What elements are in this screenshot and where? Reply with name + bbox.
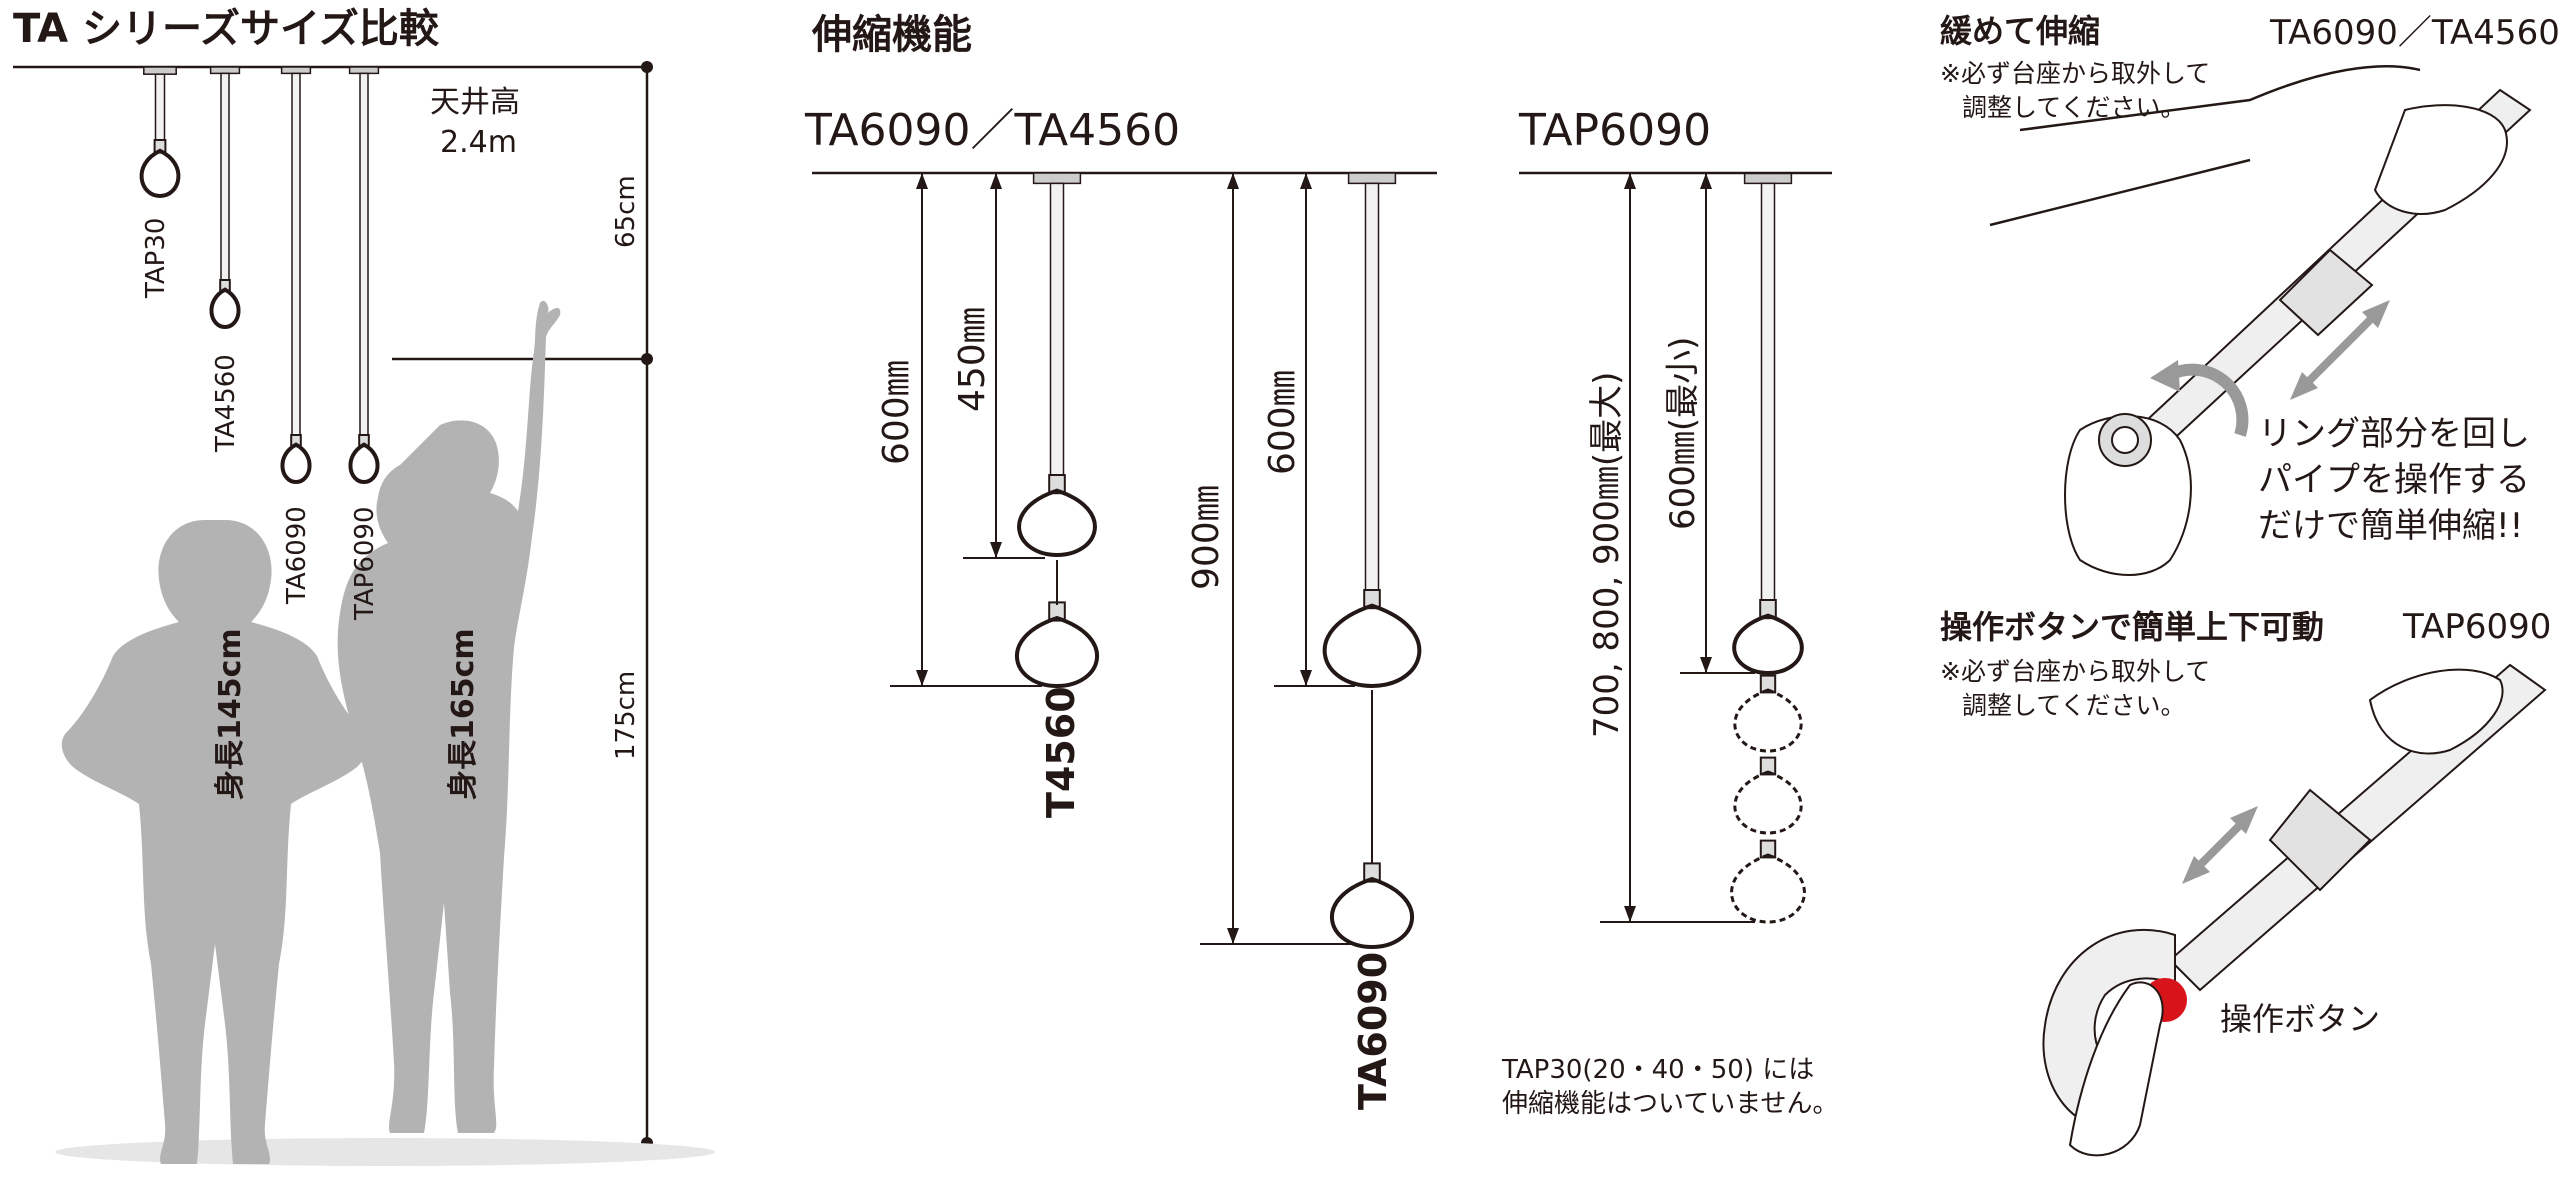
hanger-ring [209,287,241,330]
dim-65cm: 65cm [611,175,641,248]
dim-tap6090-max: 700, 800, 900㎜(最大) [1587,372,1627,738]
dim-600-ta6090: 600㎜ [1262,370,1303,475]
label-ta6090: TA6090 [1351,952,1395,1110]
arrowhead-icon [1700,657,1712,673]
loosen-title: 緩めて伸縮 [1940,12,2100,50]
arrowhead-icon [1227,928,1239,944]
hanger-ring [1733,688,1803,753]
hanger-ring [1017,488,1097,558]
group-1-heading: TA6090／TA4560 [804,105,1180,156]
ceiling-height-label: 天井高 [430,85,520,120]
extend-arrow-icon [2302,312,2378,388]
hanger-ring [1730,853,1806,924]
dim-175cm: 175cm [611,671,641,760]
size-comparison-section: TA シリーズサイズ比較 天井高 2.4m 65cm 175cm 身長145cm… [13,6,715,1166]
ceiling-mount [348,66,380,75]
floor-shadow [55,1138,715,1166]
label-t4560: T4560 [1039,686,1083,818]
ring-clip [1759,599,1777,620]
ring-clip [1363,862,1381,883]
dimension-dot [641,353,653,365]
person-1-height-label: 身長145cm [213,628,248,800]
button-title: 操作ボタンで簡単上下可動 [1940,608,2324,646]
dim-900: 900㎜ [1186,485,1227,590]
ring-clip [1759,839,1777,859]
model-label-ta6090: TA6090 [282,506,312,605]
arrowhead-icon [1624,173,1636,189]
hanger-rod [291,72,301,436]
arrowhead-icon [1300,670,1312,686]
button-pipe-illustration [2042,663,2547,1157]
hanger-ring [348,442,380,485]
model-label-ta4560: TA4560 [211,354,241,453]
model-label-tap30: TAP30 [141,218,171,299]
dim-tap6090-min: 600㎜(最小) [1663,337,1703,530]
model-label-tap6090: TAP6090 [350,507,380,622]
hanger-rod [154,73,166,141]
group-2-heading: TAP6090 [1518,105,1711,156]
hanger-ring [1732,613,1804,676]
loosen-note-1: ※必ず台座から取外して [1940,59,2210,88]
hanger-ring [1322,603,1422,689]
arrowhead-icon [1300,173,1312,189]
person-2-height-label: 身長165cm [446,628,481,800]
ring-clip [1759,756,1777,776]
twist-caption-3: だけで簡単伸縮!! [2258,506,2523,546]
twist-caption-2: パイプを操作する [2258,460,2530,500]
ring-clip [1759,674,1777,694]
hanger-rod [1760,182,1776,601]
hanger-rod [220,72,230,281]
person-silhouette-145 [61,520,369,1164]
ceiling-mount [1347,172,1397,185]
arrowhead-icon [1227,173,1239,189]
arrowhead-icon [916,670,928,686]
updown-arrow-icon [2192,817,2248,873]
ceiling-mount [1743,172,1793,185]
twist-caption-1: リング部分を回し [2258,414,2530,454]
ceiling-mount [1032,172,1082,185]
ceiling-mount [143,66,177,75]
button-note-2: 調整してください。 [1962,691,2186,720]
ring-clip [1363,589,1381,610]
twist-pipe-illustration [1989,65,2532,576]
arrowhead-icon [990,173,1002,189]
arrowhead-icon [916,173,928,189]
button-note-1: ※必ず台座から取外して [1940,657,2210,686]
hanger-rod [359,72,369,436]
dim-600-ta4560: 600㎜ [876,360,917,465]
hanger-ring [1014,615,1100,689]
ceiling-height-value: 2.4m [440,125,517,160]
hanger-ring [280,442,312,485]
operation-button-label: 操作ボタン [2220,1000,2380,1038]
hanger-ring [1329,876,1415,950]
size-comparison-title: TA シリーズサイズ比較 [13,6,440,52]
telescopic-section: 伸縮機能 TA6090／TA4560 600㎜ 450㎜ 900㎜ 600㎜ T… [804,12,1838,1119]
tap30-note-line-2: 伸縮機能はついていません。 [1502,1089,1838,1119]
button-models: TAP6090 [2402,607,2551,647]
hanger-ring [1733,770,1803,835]
loosen-models: TA6090／TA4560 [2269,13,2560,53]
hanger-ring [139,148,181,199]
ceiling-mount [209,66,241,75]
ceiling-mount [280,66,312,75]
arrowhead-icon [990,542,1002,558]
dimension-dot [641,61,653,73]
rotate-arrow-icon [2167,363,2249,437]
dim-450: 450㎜ [952,307,993,412]
operation-section: 緩めて伸縮 TA6090／TA4560 ※必ず台座から取外して 調整してください… [1940,12,2560,1157]
arrowhead-icon [1700,173,1712,189]
arrowhead-icon [1624,906,1636,922]
hanger-rod [1364,182,1380,591]
hanger-rod [1049,182,1065,476]
ring-clip [1048,474,1066,495]
loosen-note-2: 調整してください。 [1962,93,2186,122]
tap30-note-line-1: TAP30(20・40・50) には [1501,1055,1814,1085]
telescopic-title: 伸縮機能 [811,12,972,58]
person-silhouette-165 [337,300,561,1133]
